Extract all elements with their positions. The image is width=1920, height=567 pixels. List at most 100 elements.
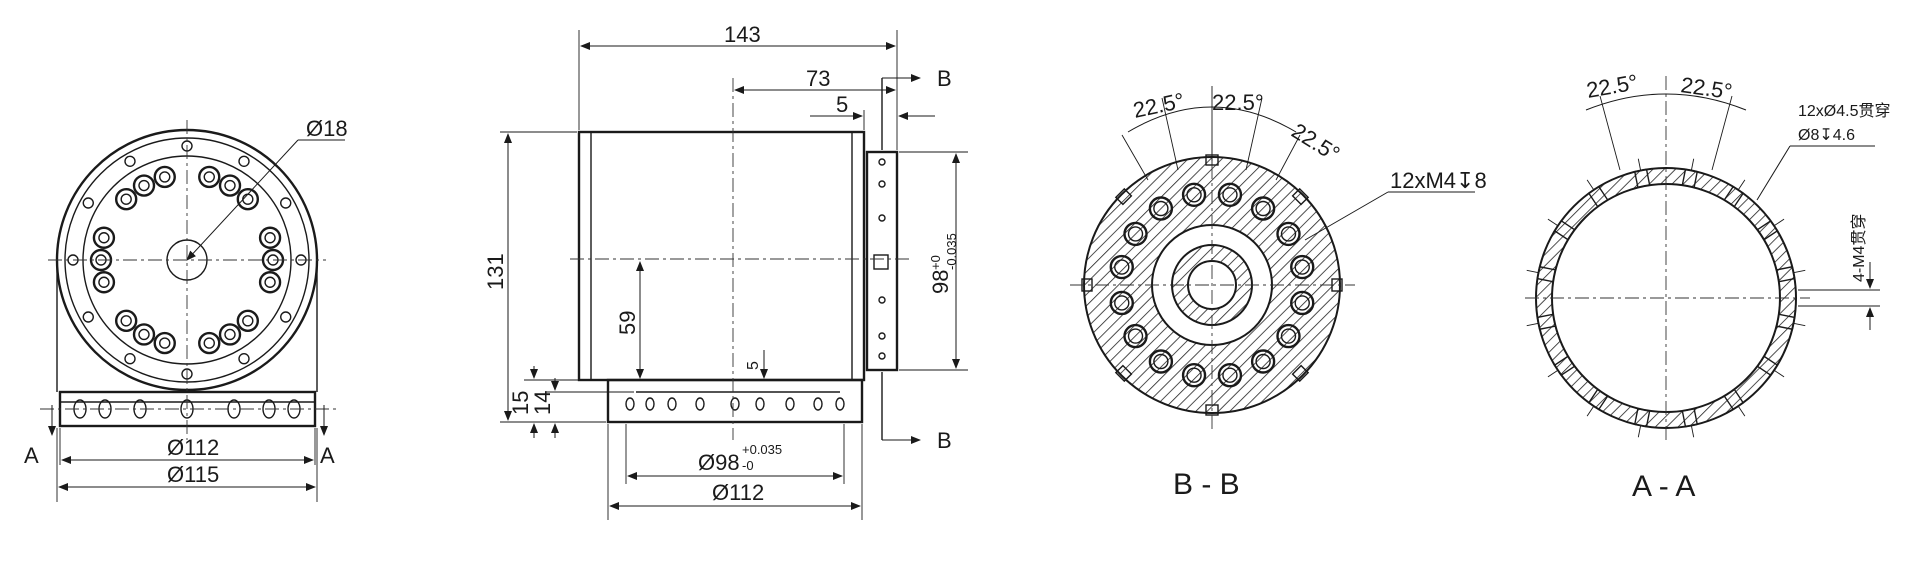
front-screw — [82, 311, 94, 323]
aa-angle-1-label: 22.5° — [1585, 69, 1640, 103]
front-hole — [198, 331, 221, 355]
aa-notch — [1775, 265, 1806, 283]
side-flange-hole — [878, 214, 886, 222]
front-hole-pattern — [89, 165, 285, 355]
aa-notch-tick — [1737, 405, 1746, 417]
front-hole-inner — [224, 328, 236, 341]
front-hole-inner — [138, 179, 150, 192]
front-hole-inner — [159, 337, 171, 349]
bb-hole-core — [1255, 200, 1271, 217]
front-hole-inner — [203, 171, 215, 183]
aa-notch — [1681, 158, 1699, 189]
side-base-gap-dim: 5 — [745, 350, 768, 379]
aa-notch — [1547, 355, 1576, 378]
front-dim-112: Ø112 — [59, 428, 316, 465]
bb-notch — [1291, 364, 1310, 383]
aa-notch-tick — [1690, 158, 1695, 171]
bb-notch-rect — [1291, 364, 1310, 383]
side-base-hole — [730, 397, 740, 411]
front-screw — [124, 155, 136, 167]
front-hole — [198, 165, 221, 189]
aa-notch — [1586, 388, 1609, 417]
side-base-tol-lower: -0 — [742, 458, 754, 473]
front-screw — [124, 353, 136, 365]
side-centerlines — [570, 78, 910, 440]
aa-notch-tick — [1637, 425, 1642, 438]
front-hole — [236, 309, 260, 333]
front-hole-inner — [242, 315, 254, 327]
bb-hole-core — [1186, 187, 1202, 203]
front-hole — [132, 323, 156, 346]
front-view: Ø18 A A Ø112 Ø115 — [24, 116, 348, 502]
front-cut-line-a: A A — [24, 405, 335, 468]
bb-hole-core — [1280, 226, 1297, 242]
side-base-tol-upper: +0.035 — [742, 442, 782, 457]
side-base-hole — [625, 397, 635, 411]
front-hole — [258, 226, 282, 249]
bb-hole — [1250, 196, 1276, 221]
bb-hole-core — [1222, 187, 1238, 203]
aa-notch — [1723, 388, 1746, 417]
side-flange — [865, 150, 899, 372]
aa-notch — [1547, 218, 1576, 241]
side-base-dia-112-label: Ø112 — [712, 480, 764, 505]
bb-notch — [1114, 187, 1133, 206]
front-hole — [153, 331, 176, 355]
front-hole-inner — [120, 315, 132, 327]
front-dia-115-label: Ø115 — [167, 462, 219, 487]
side-dim-131: 131 — [483, 131, 606, 423]
section-a-a: 22.5° 22.5° 12xØ4.5贯穿 Ø8↧4.6 4-M4贯穿 A - … — [1525, 69, 1891, 503]
side-dim-59: 59 — [615, 261, 644, 379]
bb-hole-core — [1255, 353, 1271, 370]
front-screw — [280, 197, 292, 209]
side-base-gap-label: 5 — [745, 361, 762, 370]
side-flange-hole — [878, 296, 886, 304]
aa-hole-note-line1: 12xØ4.5贯穿 — [1798, 102, 1891, 120]
side-flange-tol-lower: -0.035 — [944, 233, 959, 270]
aa-notch-tick — [1526, 269, 1539, 274]
side-view: 143 73 5 B B 98 — [483, 22, 968, 520]
bb-hole-core — [1280, 328, 1297, 344]
front-hole — [153, 165, 176, 189]
side-length-143-label: 143 — [724, 22, 761, 47]
bb-hole — [1181, 182, 1207, 207]
side-cut-line-b: B B — [881, 66, 952, 453]
aa-notch-tick — [1737, 179, 1746, 191]
side-dim-5: 5 — [810, 92, 935, 130]
aa-notch-tick — [1773, 369, 1785, 378]
side-base-dia-112-dim: Ø112 — [607, 424, 863, 520]
bb-hole — [1123, 323, 1148, 349]
bb-hole-core — [1222, 367, 1238, 383]
cut-b-top-label: B — [937, 66, 952, 91]
front-hole-inner — [264, 232, 276, 244]
front-hole-inner — [203, 337, 215, 349]
bb-hole-core — [1114, 259, 1130, 275]
side-flange-hole — [878, 332, 886, 340]
bb-hole — [1290, 254, 1315, 280]
bb-hole — [1123, 221, 1148, 247]
bb-hole — [1109, 254, 1134, 280]
bb-hole — [1290, 290, 1315, 316]
aa-hole-note-line2: Ø8↧4.6 — [1798, 127, 1855, 144]
side-length-73-label: 73 — [806, 66, 830, 91]
cut-b-bottom-label: B — [937, 428, 952, 453]
side-height-131-label: 131 — [483, 253, 508, 290]
bb-hole — [1250, 349, 1276, 374]
aa-notch — [1723, 179, 1746, 208]
side-height-59-label: 59 — [615, 311, 640, 335]
front-hole — [132, 174, 156, 197]
bb-threaded-holes — [1109, 182, 1315, 388]
front-hole-inner — [159, 171, 171, 183]
front-dia-112-label: Ø112 — [167, 435, 219, 460]
aa-angle-dims: 22.5° 22.5° — [1585, 69, 1747, 171]
front-hole-inner — [98, 232, 110, 244]
bb-notch-rect — [1114, 364, 1133, 383]
front-hole — [218, 323, 242, 346]
front-hole — [258, 271, 282, 294]
aa-notch — [1526, 313, 1557, 331]
bb-hole-core — [1186, 367, 1202, 383]
side-flange-dia-label: 98 — [928, 270, 953, 294]
bb-angle-3-label: 22.5° — [1287, 118, 1344, 167]
front-hole-inner — [138, 328, 150, 341]
side-base-hole — [835, 397, 845, 411]
